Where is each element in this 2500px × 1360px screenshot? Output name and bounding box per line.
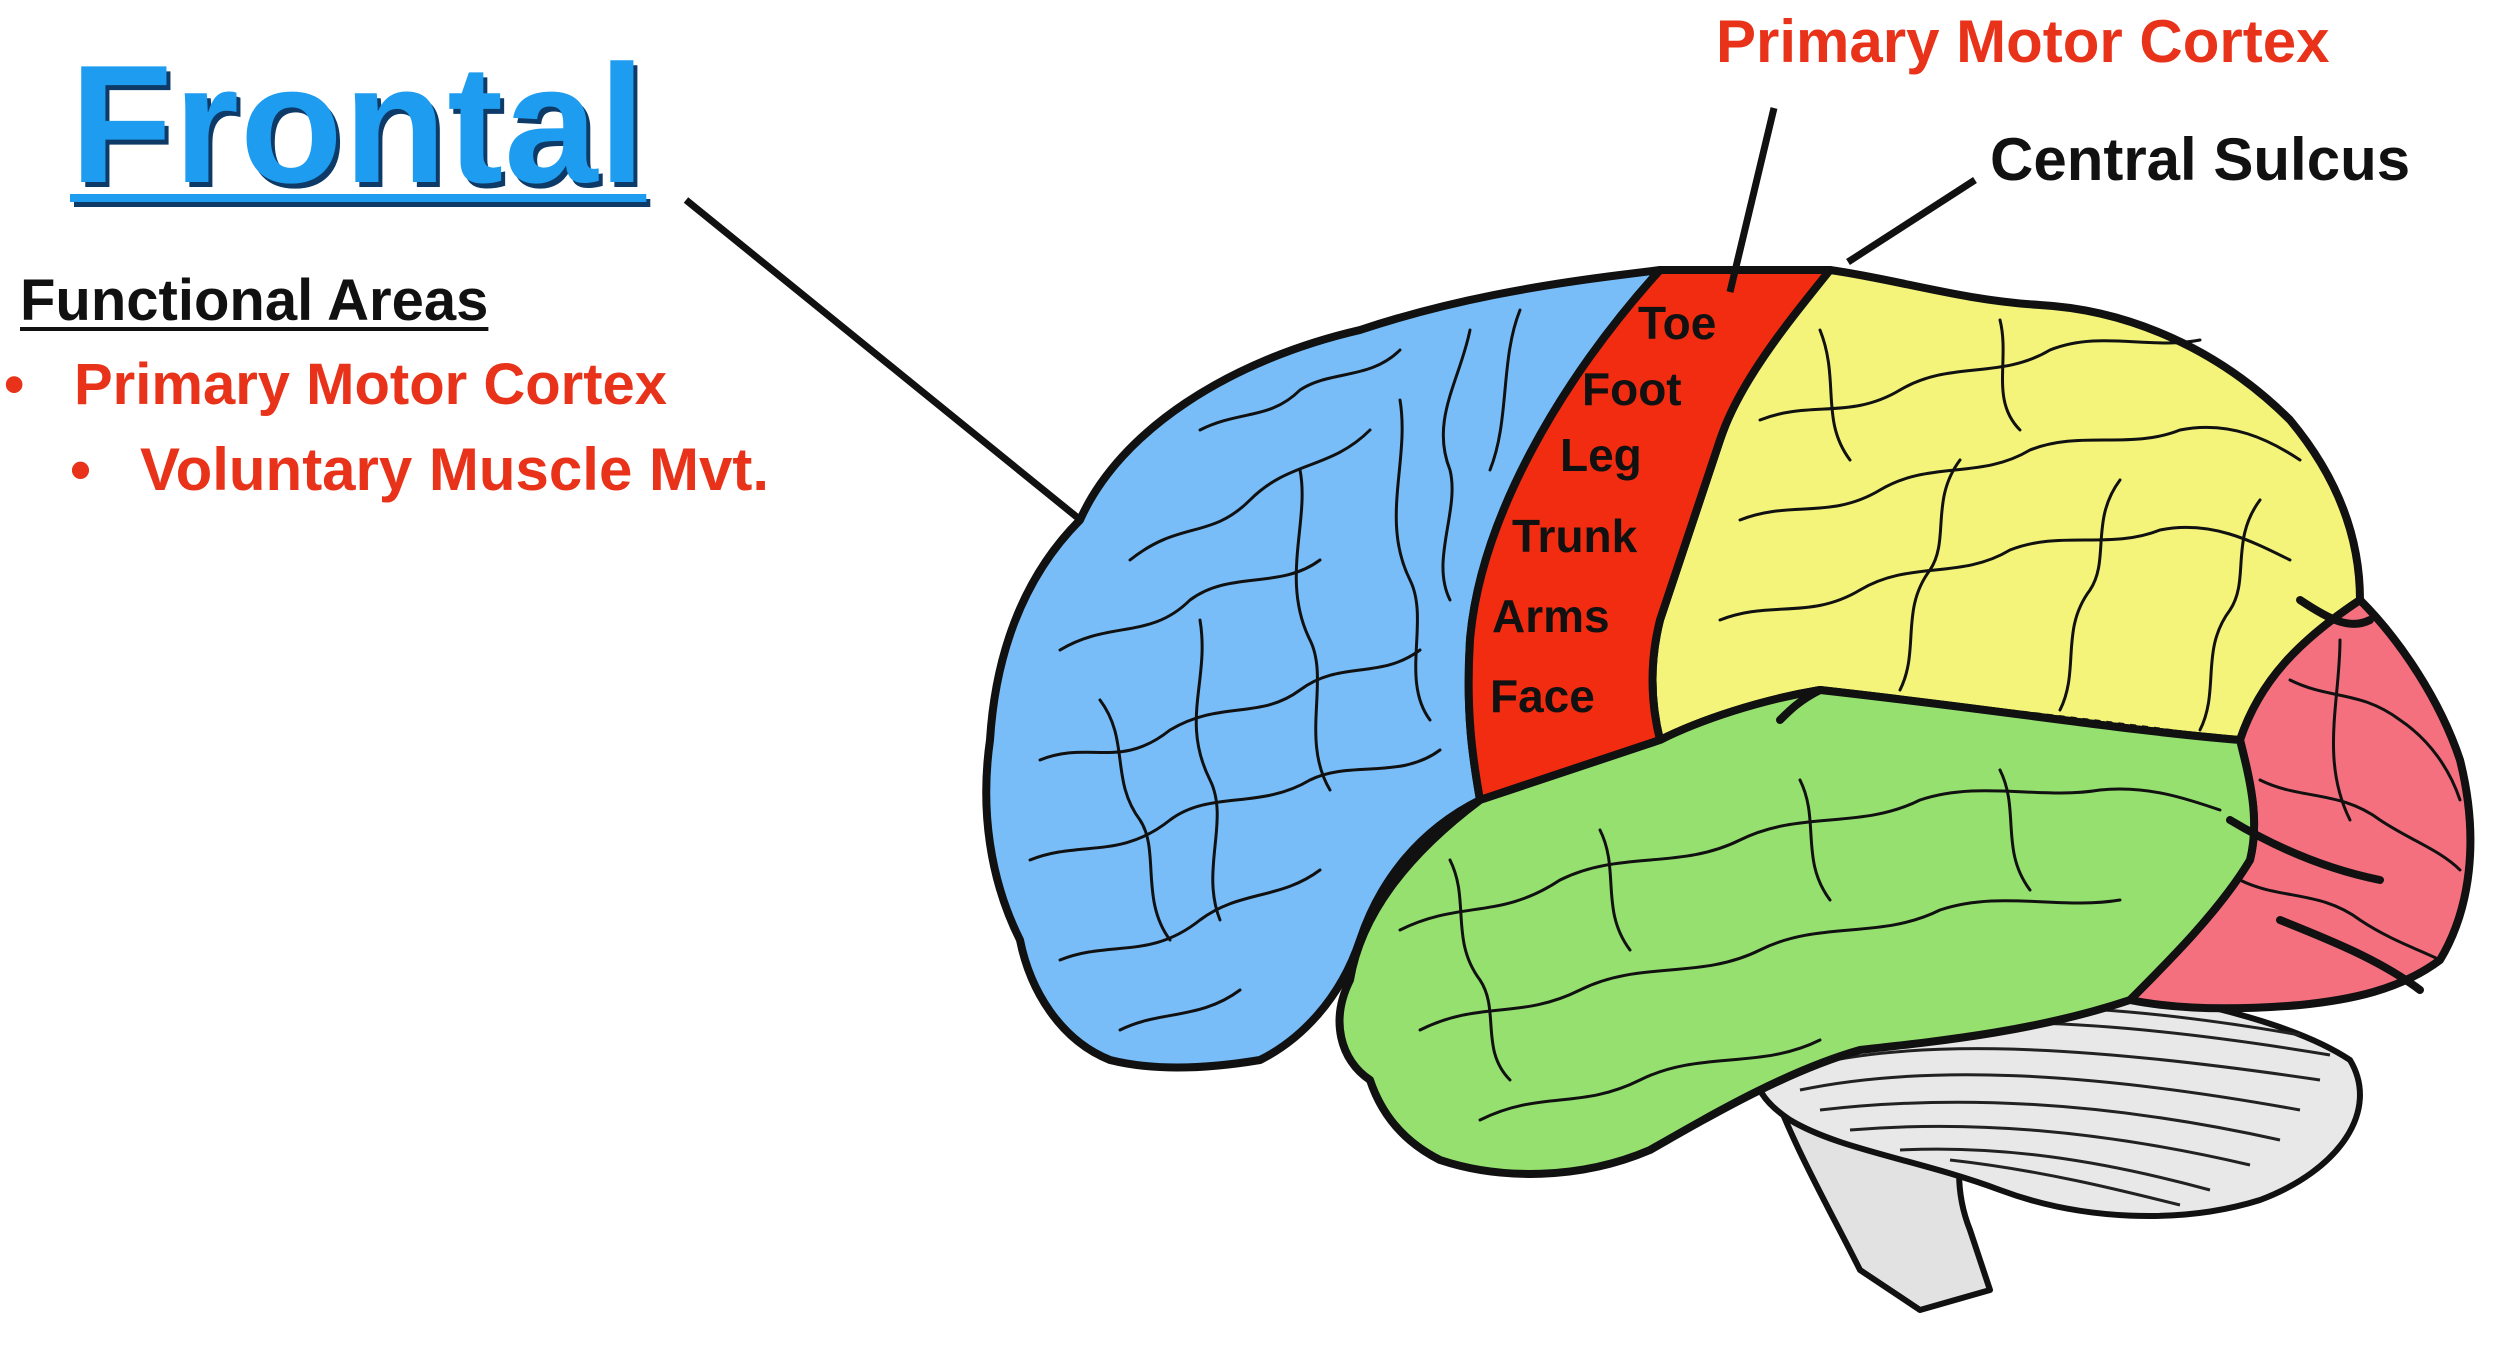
homunculus-label-foot: Foot — [1582, 363, 1682, 415]
frontal-leader-line — [683, 197, 1081, 521]
homunculus-label-leg: Leg — [1560, 429, 1642, 481]
occipital-gyri — [2238, 638, 2462, 962]
homunculus-label-arms: Arms — [1492, 590, 1610, 642]
central-sulcus-callout: Central Sulcus — [1990, 126, 2411, 193]
frontal-gyri — [1028, 308, 1522, 1032]
major-sulci — [1776, 596, 2424, 994]
functional-area-label: Primary Motor Cortex — [74, 352, 668, 417]
homunculus-label-face: Face — [1490, 670, 1595, 722]
parietal-gyri — [1718, 318, 2302, 732]
homunculus-label-toe: Toe — [1638, 297, 1717, 349]
temporal-gyri — [1398, 768, 2222, 1122]
functional-area-subitem: •Voluntary Muscle Mvt. — [70, 440, 769, 500]
page-title: Frontal — [70, 30, 647, 218]
functional-areas-heading: Functional Areas — [20, 268, 489, 333]
homunculus-label-trunk: Trunk — [1512, 510, 1638, 562]
central-sulcus-leader-line — [1846, 177, 1977, 265]
bullet-icon: • — [4, 352, 25, 417]
functional-area-sublabel: Voluntary Muscle Mvt. — [140, 436, 770, 503]
primary-motor-cortex-leader-line — [1726, 107, 1778, 293]
bullet-icon: • — [70, 436, 92, 503]
parietal-temporal-boundary — [1819, 688, 2241, 742]
functional-area-item: •Primary Motor Cortex — [4, 356, 667, 414]
primary-motor-cortex-callout: Primary Motor Cortex — [1716, 8, 2330, 75]
